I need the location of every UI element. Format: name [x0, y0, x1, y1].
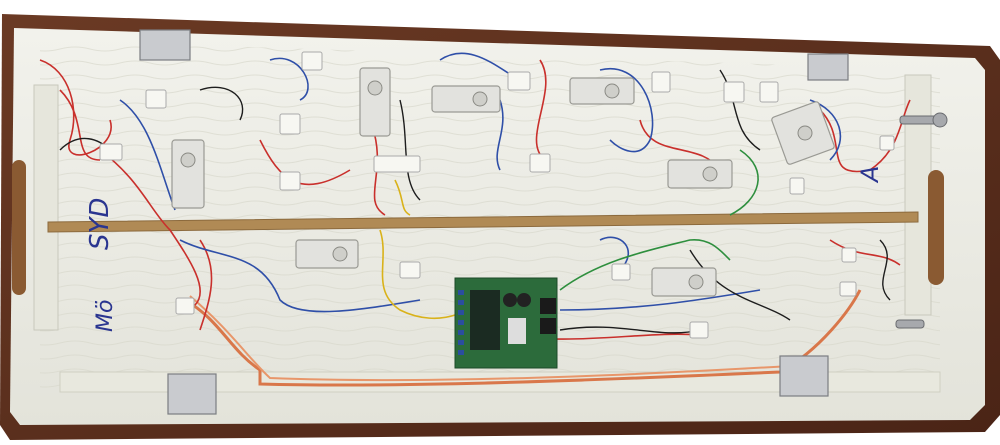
- terminal-block: [145, 89, 167, 109]
- point-motor: [651, 267, 717, 297]
- terminal-block: [301, 51, 323, 71]
- terminal-block: [279, 113, 301, 135]
- terminal-block: [723, 81, 745, 103]
- point-motor: [295, 239, 359, 269]
- terminal-block: [399, 261, 421, 279]
- blue-wires: [119, 52, 842, 313]
- terminal-blocks: [99, 51, 895, 339]
- mounting-bracket: [807, 53, 849, 81]
- right-slot: [928, 170, 944, 285]
- mounting-bracket: [139, 29, 191, 61]
- mounting-brackets: [139, 29, 849, 415]
- point-motor: [569, 77, 635, 105]
- point-motor: [171, 139, 205, 209]
- mounting-bracket: [779, 355, 829, 397]
- terminal-block: [99, 143, 123, 161]
- wooden-batten: [47, 211, 919, 233]
- red-wires: [39, 59, 911, 340]
- handwritten-label-mo: Mö: [93, 300, 118, 332]
- handwritten-label-a: A: [856, 166, 884, 184]
- right-rail: [904, 74, 932, 316]
- terminal-block: [759, 81, 779, 103]
- terminal-block: [689, 321, 709, 339]
- bolt: [932, 112, 948, 128]
- terminal-block: [507, 71, 531, 91]
- terminal-block: [175, 297, 195, 315]
- terminal-block: [279, 171, 301, 191]
- copper-bus-wire-2: [189, 295, 791, 382]
- mounting-bracket: [167, 373, 217, 415]
- point-motor: [359, 67, 391, 137]
- black-wires: [59, 69, 891, 334]
- yellow-wires: [379, 179, 456, 320]
- handwritten-label-syd: SYD: [85, 198, 115, 250]
- terminal-block: [651, 71, 671, 93]
- green-wires: [559, 149, 759, 291]
- left-rail: [33, 84, 59, 331]
- point-motor-dials: [180, 80, 813, 290]
- left-slot: [12, 160, 26, 295]
- copper-bus-wire: [184, 289, 862, 387]
- terminal-block: [611, 263, 631, 281]
- terminal-block: [373, 155, 421, 173]
- point-motor: [431, 85, 501, 113]
- terminal-block: [789, 177, 805, 195]
- point-motor: [667, 159, 733, 189]
- board-grain: [40, 40, 940, 390]
- bolts: [895, 112, 948, 329]
- terminal-block: [839, 281, 857, 297]
- terminal-block: [879, 135, 895, 151]
- terminal-block: [841, 247, 857, 263]
- terminal-block: [529, 153, 551, 173]
- bolt: [895, 319, 925, 329]
- circuit-board: [454, 277, 558, 369]
